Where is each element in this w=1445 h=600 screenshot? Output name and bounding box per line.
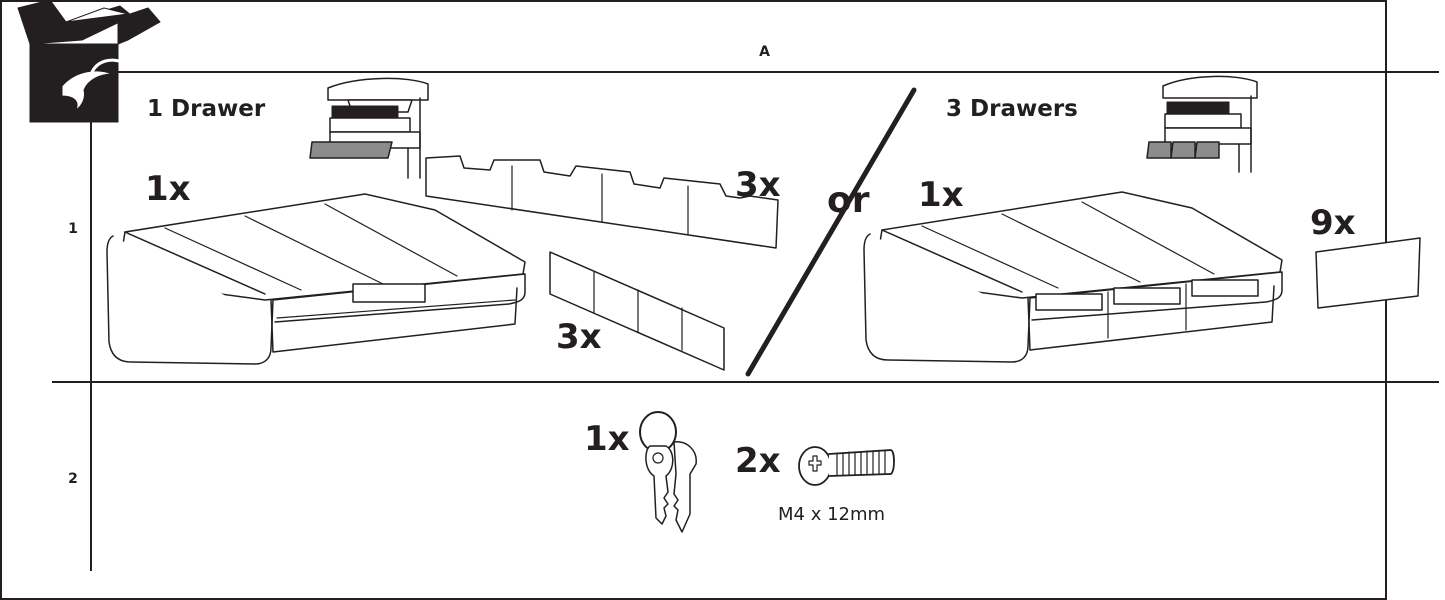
option-two-card-qty: 9x (1310, 203, 1356, 243)
row-number-1: 1 (68, 221, 78, 237)
pos-terminal-icon (309, 77, 429, 179)
keys-qty: 1x (584, 419, 630, 459)
card-icon (1315, 237, 1421, 309)
row-label-divider (90, 71, 92, 571)
option-two-title: 3 Drawers (946, 96, 1078, 122)
box-logo-icon (17, 0, 161, 123)
row-divider (52, 381, 1439, 383)
header-divider (52, 71, 1439, 73)
option-one-short-divider-qty: 3x (556, 317, 602, 357)
short-divider-icon (549, 251, 725, 371)
row-number-2: 2 (68, 471, 78, 487)
separator-slash (745, 87, 917, 377)
screw-icon (798, 446, 895, 486)
long-divider-icon (425, 155, 779, 249)
option-one-title: 1 Drawer (147, 96, 266, 122)
option-two-drawer-qty: 1x (918, 175, 964, 215)
separator-or: or (827, 180, 870, 221)
pos-terminal-3-drawers-icon (1146, 75, 1258, 173)
three-drawer-icon (863, 191, 1283, 363)
column-header: A (759, 44, 770, 60)
screws-qty: 2x (735, 441, 781, 481)
option-one-drawer-qty: 1x (145, 169, 191, 209)
option-one-long-divider-qty: 3x (735, 165, 781, 205)
drawer-icon (106, 193, 526, 365)
keys-icon (639, 411, 697, 533)
screw-spec-label: M4 x 12mm (778, 504, 886, 525)
